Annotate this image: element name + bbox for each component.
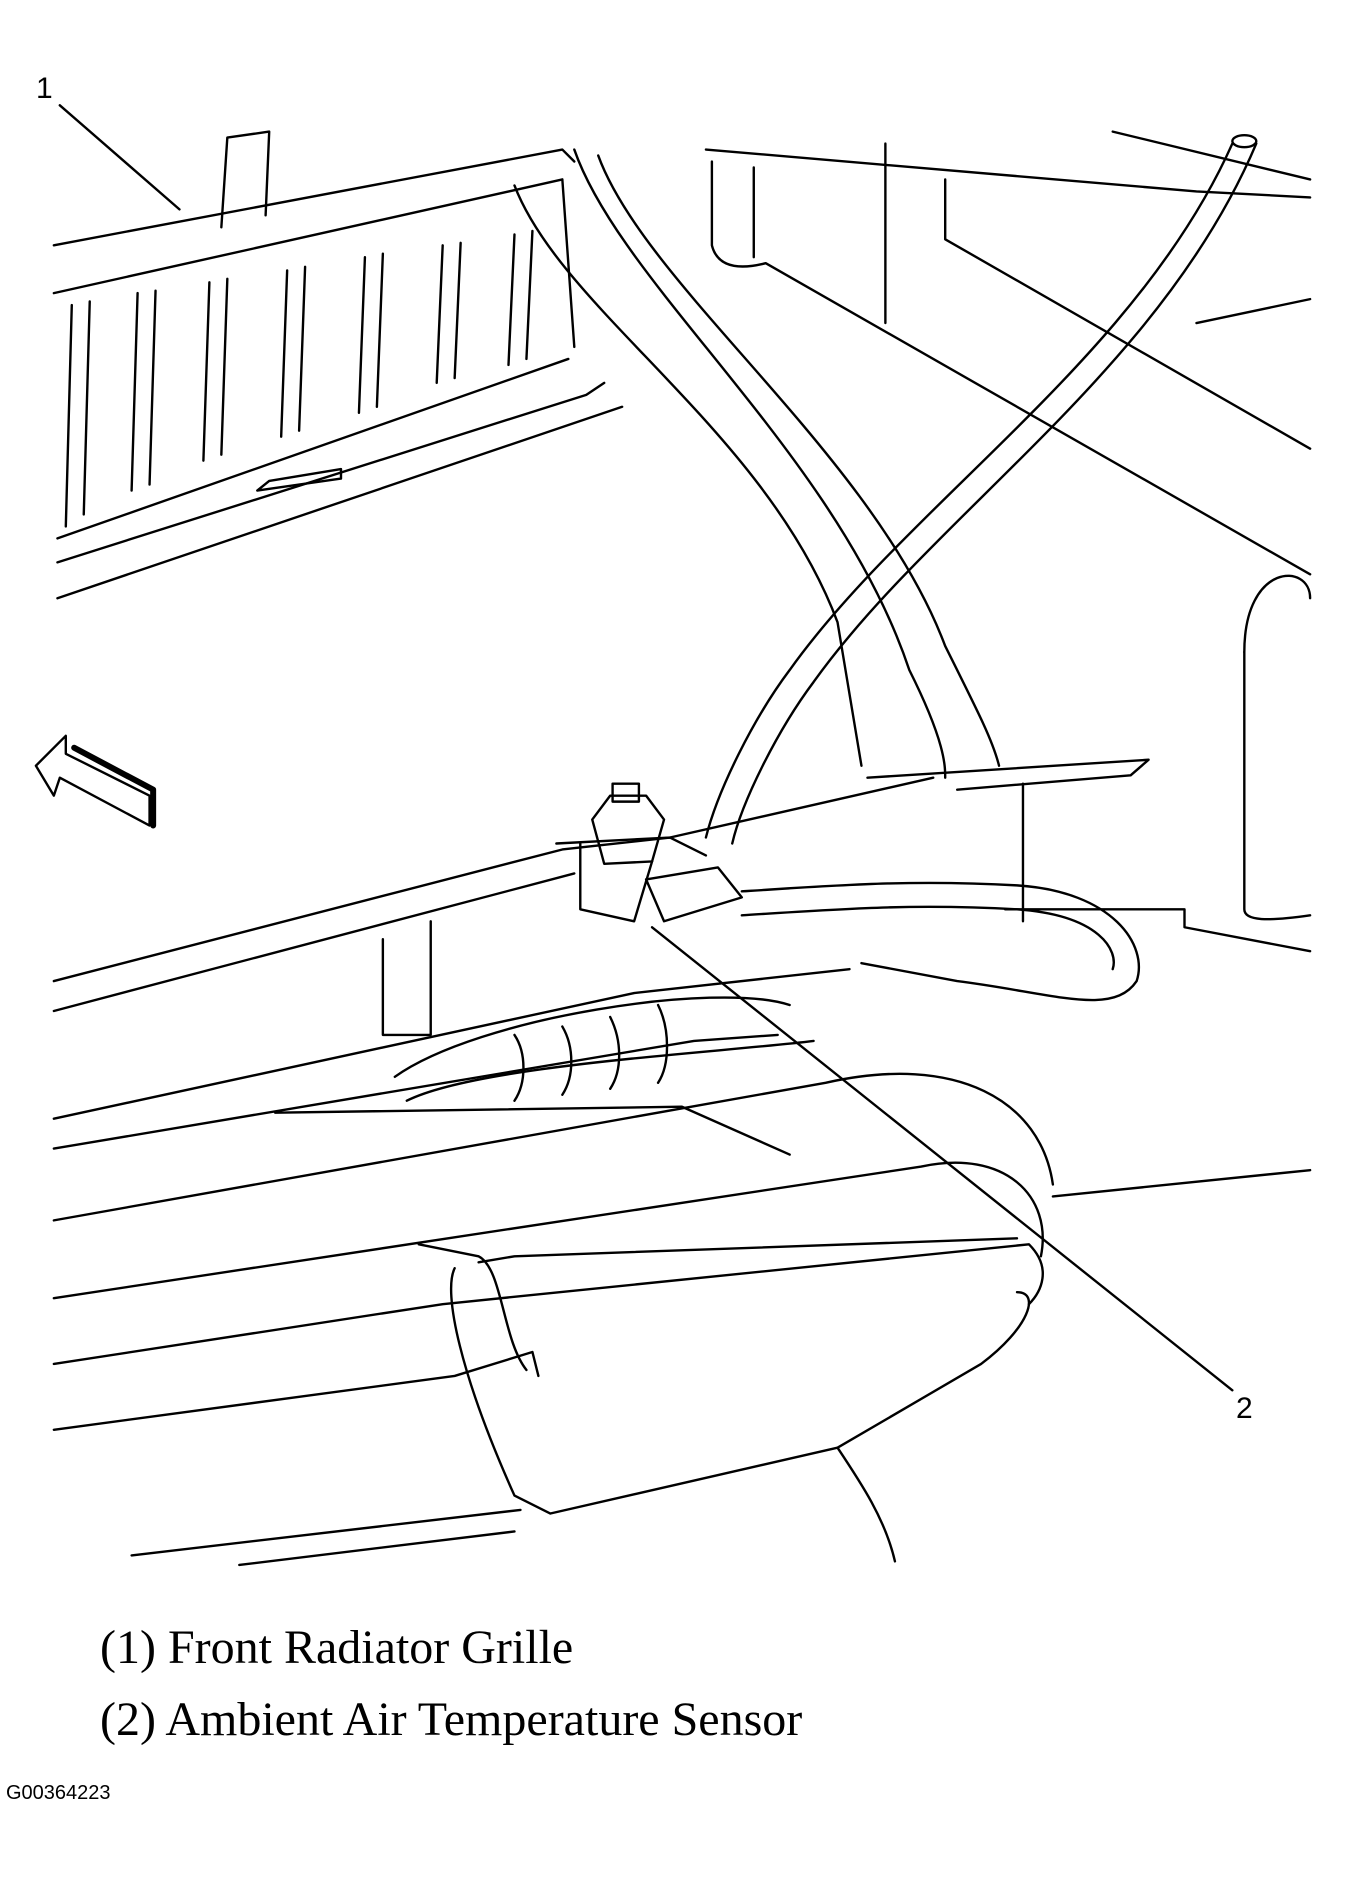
legend-number: (1) bbox=[100, 1621, 156, 1674]
wiring-harness-upper bbox=[704, 134, 1258, 845]
callout-2: 2 bbox=[1236, 1392, 1253, 1425]
ambient-air-temperature-sensor bbox=[555, 782, 1141, 1002]
legend-item-2: (2) Ambient Air Temperature Sensor bbox=[100, 1692, 802, 1747]
legend-text: Front Radiator Grille bbox=[167, 1621, 574, 1674]
front-direction-arrow-icon bbox=[34, 734, 157, 829]
figure-id: G00364223 bbox=[6, 1782, 111, 1804]
legend-text: Ambient Air Temperature Sensor bbox=[165, 1693, 803, 1746]
component-location-drawing bbox=[34, 104, 1312, 1567]
callout-2-leader bbox=[650, 926, 1234, 1392]
callout-1-leader bbox=[58, 104, 181, 211]
front-bumper-structure bbox=[52, 776, 1312, 1567]
air-duct bbox=[513, 130, 1312, 953]
front-radiator-grille bbox=[52, 130, 624, 600]
callout-1: 1 bbox=[36, 72, 53, 105]
legend-number: (2) bbox=[100, 1693, 156, 1746]
legend-item-1: (1) Front Radiator Grille bbox=[100, 1620, 573, 1675]
